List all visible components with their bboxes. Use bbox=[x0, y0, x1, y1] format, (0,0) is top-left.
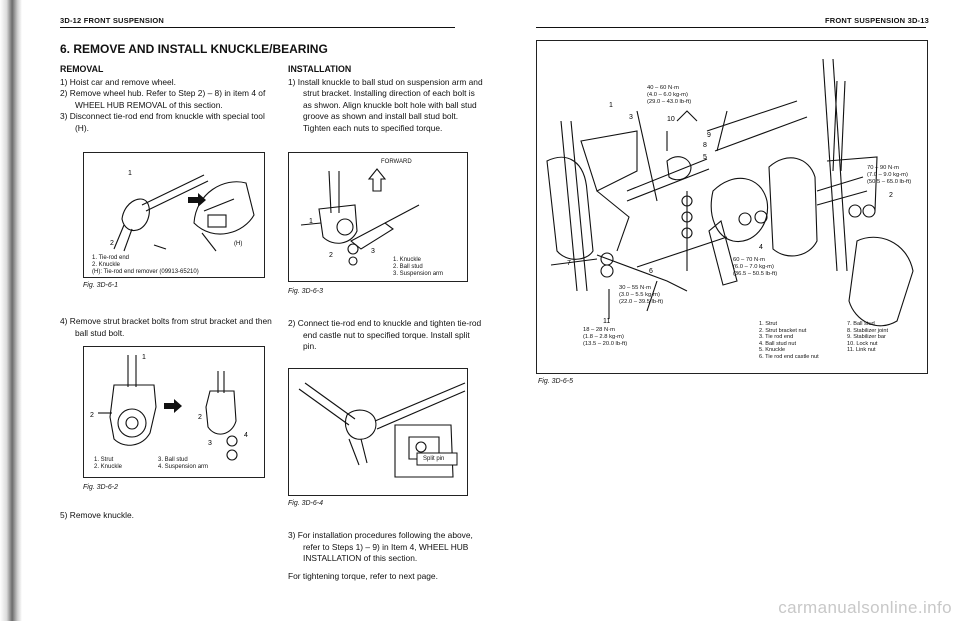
fig3-callout-2: 2 bbox=[329, 252, 333, 259]
page-header-left: 3D-12 FRONT SUSPENSION bbox=[60, 16, 165, 25]
fig5-callout-7: 7 bbox=[567, 260, 571, 267]
figure-knuckle-ball-stud: 1 2 3 FORWARD 1. Knuckle 2. Ball stud 3.… bbox=[288, 152, 468, 282]
page-spine-left bbox=[0, 0, 22, 621]
removal-step-4-block: 4) Remove strut bracket bolts from strut… bbox=[60, 316, 272, 339]
fig1-callout-2: 2 bbox=[110, 240, 114, 247]
fig1-caption: Fig. 3D-6-1 bbox=[83, 282, 119, 289]
fig5-torque-5: 18 – 28 N·m (1.8 – 2.8 kg-m) (13.5 – 20.… bbox=[583, 327, 628, 347]
watermark: carmanualsonline.info bbox=[778, 598, 952, 617]
figure-split-pin: Split pin bbox=[288, 368, 468, 496]
fig3-forward-label: FORWARD bbox=[381, 159, 412, 165]
fig3-legend: 1. Knuckle 2. Ball stud 3. Suspension ar… bbox=[393, 257, 444, 278]
fig5-callout-4: 4 bbox=[759, 244, 763, 251]
fig4-split-pin-label: Split pin bbox=[423, 456, 445, 462]
fig1-callout-1: 1 bbox=[128, 170, 132, 177]
installation-heading: INSTALLATION bbox=[288, 64, 352, 74]
fig1-drawing: 1 2 (H) bbox=[110, 170, 255, 252]
header-rule-left bbox=[60, 27, 455, 28]
installation-step-3-block: 3) For installation procedures following… bbox=[288, 530, 484, 582]
installation-step-3: 3) For installation procedures following… bbox=[288, 530, 473, 564]
page-header-right: FRONT SUSPENSION 3D-13 bbox=[825, 16, 930, 25]
fig1-legend: 1. Tie-rod end 2. Knuckle (H): Tie-rod e… bbox=[92, 255, 199, 276]
fig2-callout-1: 1 bbox=[142, 354, 146, 361]
fig2-callout-4: 4 bbox=[244, 432, 248, 439]
fig5-torque-2: 70 – 90 N·m (7.0 – 9.0 kg-m) (50.5 – 65.… bbox=[867, 165, 912, 185]
fig5-callout-3: 3 bbox=[629, 114, 633, 121]
fig3-callout-3: 3 bbox=[371, 248, 375, 255]
removal-step-2: 2) Remove wheel hub. Refer to Step 2) – … bbox=[60, 88, 266, 110]
fig5-callout-5: 5 bbox=[703, 154, 707, 161]
fig2-callout-2a: 2 bbox=[90, 412, 94, 419]
fig2-legend-right: 3. Ball stud 4. Suspension arm bbox=[158, 457, 209, 471]
fig5-callout-9: 9 bbox=[707, 132, 711, 139]
fig5-callout-6: 6 bbox=[649, 268, 653, 275]
fig5-torque-3: 60 – 70 N·m (6.0 – 7.0 kg-m) (36.5 – 50.… bbox=[733, 257, 778, 277]
fig5-drawing: 1 2 3 4 5 6 7 8 9 10 11 bbox=[546, 58, 914, 327]
installation-next-note: For tightening torque, refer to next pag… bbox=[288, 570, 438, 581]
fig5-legend-right: 7. Ball stud 8. Stabilizer joint 9. Stab… bbox=[847, 321, 889, 354]
figure-tie-rod-remover: 1 2 (H) 1. Tie-rod end 2. Knuckle (H): T… bbox=[83, 152, 265, 278]
removal-step-5: 5) Remove knuckle. bbox=[60, 510, 135, 520]
installation-step-2: 2) Connect tie-rod end to knuckle and ti… bbox=[288, 318, 482, 352]
header-rule-right bbox=[536, 27, 926, 28]
fig5-torque-4: 30 – 55 N·m (3.0 – 5.5 kg-m) (22.0 – 39.… bbox=[619, 285, 664, 305]
section-title: 6. REMOVE AND INSTALL KNUCKLE/BEARING bbox=[60, 42, 328, 56]
fig2-caption: Fig. 3D-6-2 bbox=[83, 484, 119, 491]
installation-step-2-block: 2) Connect tie-rod end to knuckle and ti… bbox=[288, 318, 484, 353]
figure-exploded-view: 1 2 3 4 5 6 7 8 9 10 11 40 – 60 N·m (4.0… bbox=[536, 40, 928, 374]
removal-step-5-block: 5) Remove knuckle. bbox=[60, 510, 272, 522]
fig5-callout-2: 2 bbox=[889, 192, 893, 199]
fig5-callout-10: 10 bbox=[667, 116, 675, 123]
fig3-caption: Fig. 3D-6-3 bbox=[288, 288, 324, 295]
fig2-drawing: 1 2 2 3 4 bbox=[90, 354, 248, 461]
fig3-drawing: 1 2 3 bbox=[300, 168, 420, 266]
fig2-callout-2b: 2 bbox=[198, 414, 202, 421]
fig5-callout-1: 1 bbox=[609, 102, 613, 109]
removal-heading: REMOVAL bbox=[60, 64, 104, 74]
fig5-torque-1: 40 – 60 N·m (4.0 – 6.0 kg-m) (29.0 – 43.… bbox=[647, 85, 692, 105]
installation-section: INSTALLATION 1) Install knuckle to ball … bbox=[288, 64, 484, 135]
fig4-caption: Fig. 3D-6-4 bbox=[288, 500, 324, 507]
fig5-callout-8: 8 bbox=[703, 142, 707, 149]
fig5-callout-11: 11 bbox=[603, 318, 610, 325]
figure-strut-bracket: 1 2 2 3 4 1. Strut 2. Knuckle 3. Ball st… bbox=[83, 346, 265, 478]
fig5-legend-left: 1. Strut 2. Strut bracket nut 3. Tie rod… bbox=[759, 321, 819, 360]
removal-step-1: 1) Hoist car and remove wheel. bbox=[60, 76, 176, 87]
fig3-callout-1: 1 bbox=[309, 218, 313, 225]
fig1-callout-h: (H) bbox=[234, 241, 242, 247]
installation-step-1: 1) Install knuckle to ball stud on suspe… bbox=[288, 76, 483, 133]
fig4-drawing bbox=[298, 382, 466, 478]
fig2-callout-3: 3 bbox=[208, 440, 212, 447]
removal-section: REMOVAL 1) Hoist car and remove wheel. 2… bbox=[60, 64, 272, 135]
removal-step-3: 3) Disconnect tie-rod end from knuckle w… bbox=[60, 111, 265, 133]
fig5-caption: Fig. 3D-6-5 bbox=[538, 378, 574, 385]
fig2-legend-left: 1. Strut 2. Knuckle bbox=[94, 457, 123, 471]
removal-step-4: 4) Remove strut bracket bolts from strut… bbox=[60, 316, 272, 338]
